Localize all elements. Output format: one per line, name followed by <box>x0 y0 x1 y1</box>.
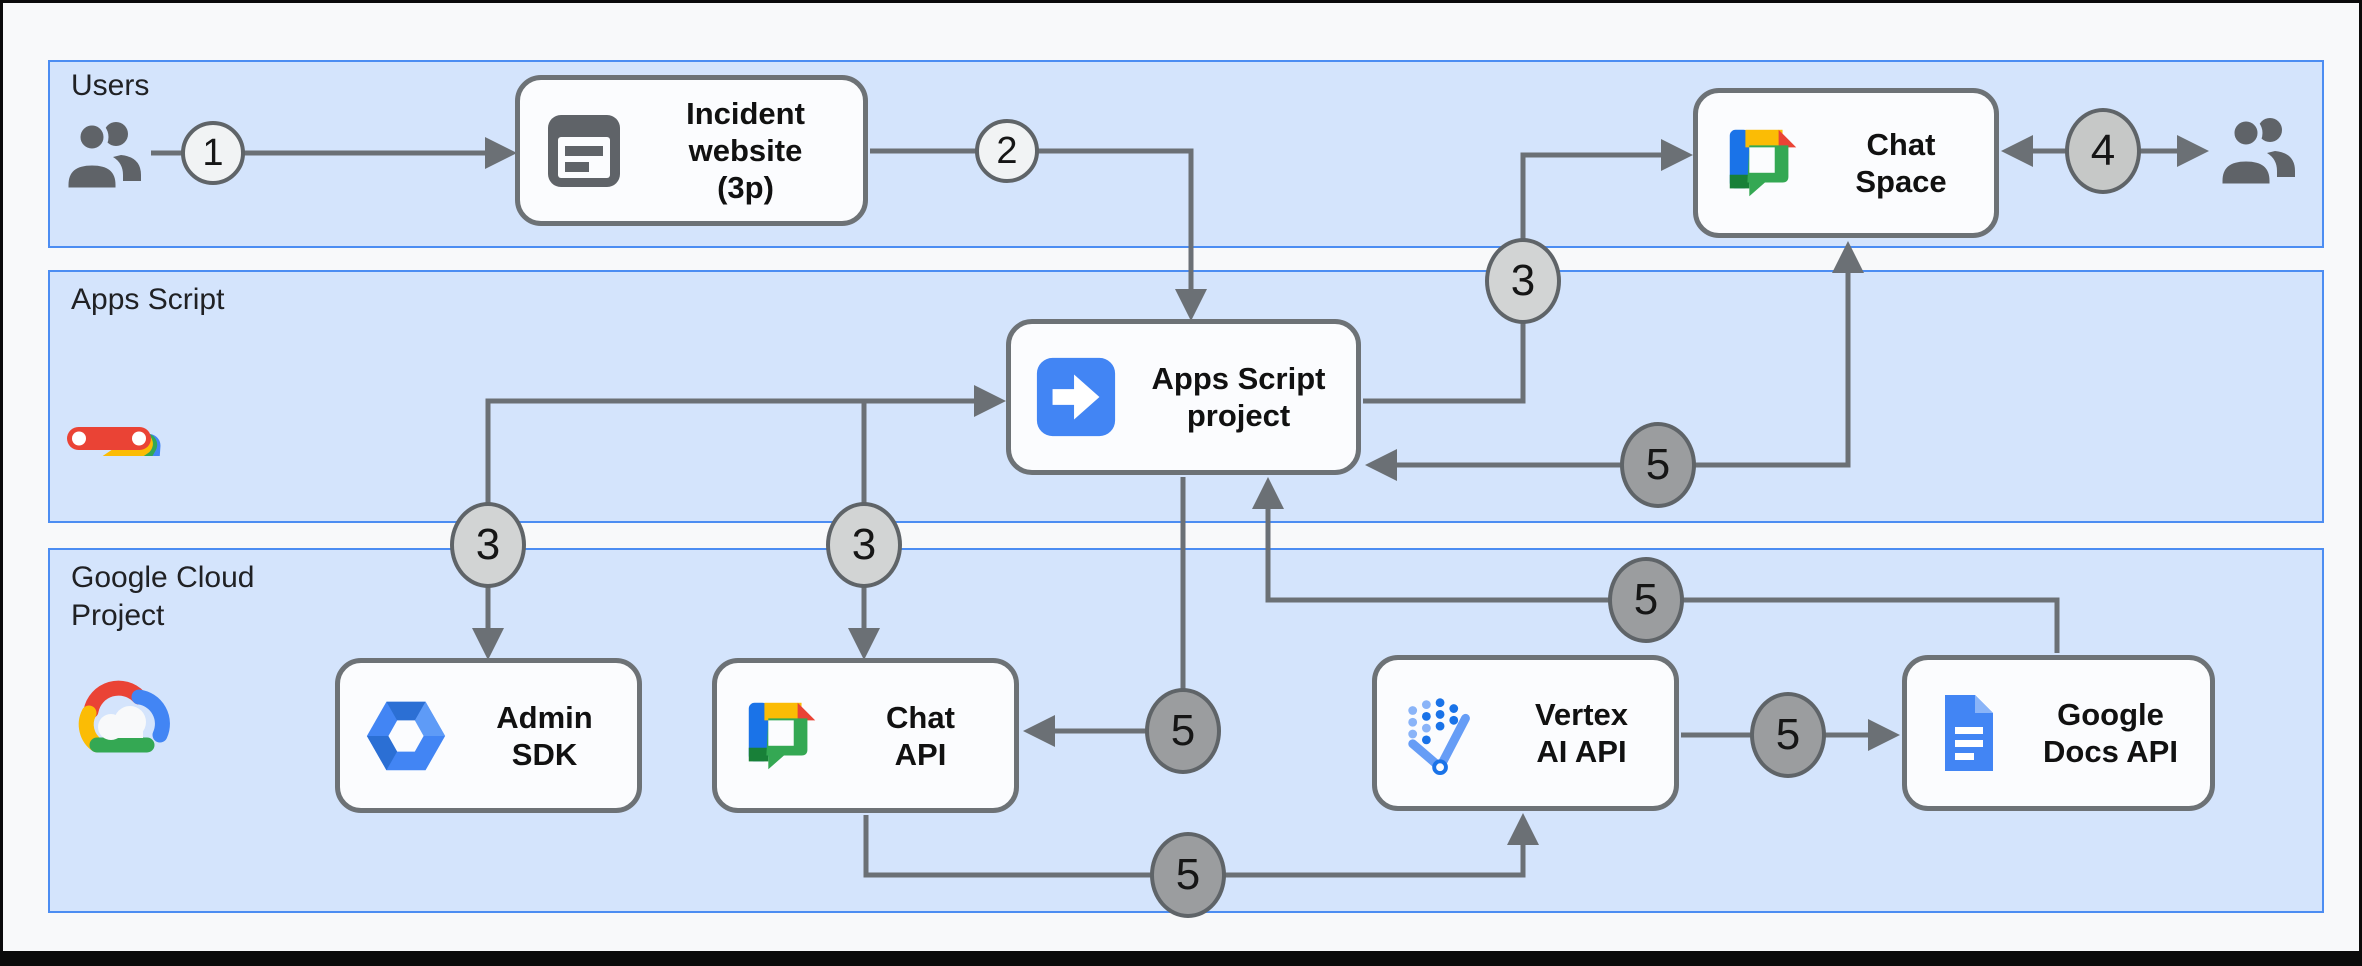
vertex-ai-icon <box>1399 689 1487 777</box>
band-gcp-label-line1: Google Cloud <box>71 561 255 594</box>
node-chat-space: Chat Space <box>1693 88 1999 238</box>
node-chat-api: Chat API <box>712 658 1019 813</box>
admin-sdk-label: Admin SDK <box>496 699 593 772</box>
step-badge-5-docs-to-project: 5 <box>1608 557 1684 643</box>
band-apps-script-label: Apps Script <box>71 283 225 316</box>
users-icon <box>2217 116 2295 189</box>
node-incident-website: Incident website (3p) <box>515 75 868 226</box>
band-users-label: Users <box>71 69 150 102</box>
node-admin-sdk: Admin SDK <box>335 658 642 813</box>
step-badge-5-vertex-docs: 5 <box>1750 692 1826 778</box>
node-apps-script-project: Apps Script project <box>1006 319 1361 475</box>
step-badge-3-chat-api: 3 <box>826 502 902 588</box>
apps-script-project-icon <box>1033 354 1119 440</box>
google-docs-api-label: Google Docs API <box>2043 697 2178 769</box>
google-chat-icon <box>739 693 825 779</box>
apps-script-project-label: Apps Script project <box>1151 361 1326 433</box>
users-icon <box>63 120 141 193</box>
step-badge-1: 1 <box>181 121 245 185</box>
step-badge-5-chat-space: 5 <box>1620 422 1696 508</box>
step-badge-3-chat-space: 3 <box>1485 238 1561 324</box>
step-badge-5-chat-api: 5 <box>1145 688 1221 774</box>
incident-website-label: Incident website (3p) <box>686 96 805 205</box>
step-badge-5-vertex: 5 <box>1150 832 1226 918</box>
google-cloud-logo-icon <box>78 680 170 753</box>
step-badge-4: 4 <box>2065 108 2141 194</box>
google-chat-icon <box>1720 120 1806 206</box>
node-vertex-ai-api: Vertex AI API <box>1372 655 1679 811</box>
band-gcp-label: Google Cloud Project <box>71 559 254 635</box>
vertex-ai-api-label: Vertex AI API <box>1534 697 1629 769</box>
step-badge-2: 2 <box>975 119 1039 183</box>
apps-script-logo-icon <box>67 427 161 456</box>
google-docs-icon <box>1929 689 2009 777</box>
chat-space-label: Chat Space <box>1855 127 1947 199</box>
bottom-bar <box>3 951 2359 963</box>
chat-api-label: Chat API <box>886 699 955 772</box>
admin-sdk-icon <box>362 692 450 780</box>
incident-website-icon <box>542 109 626 193</box>
step-badge-3-admin-sdk: 3 <box>450 502 526 588</box>
node-google-docs-api: Google Docs API <box>1902 655 2215 811</box>
band-gcp-label-line2: Project <box>71 599 165 632</box>
